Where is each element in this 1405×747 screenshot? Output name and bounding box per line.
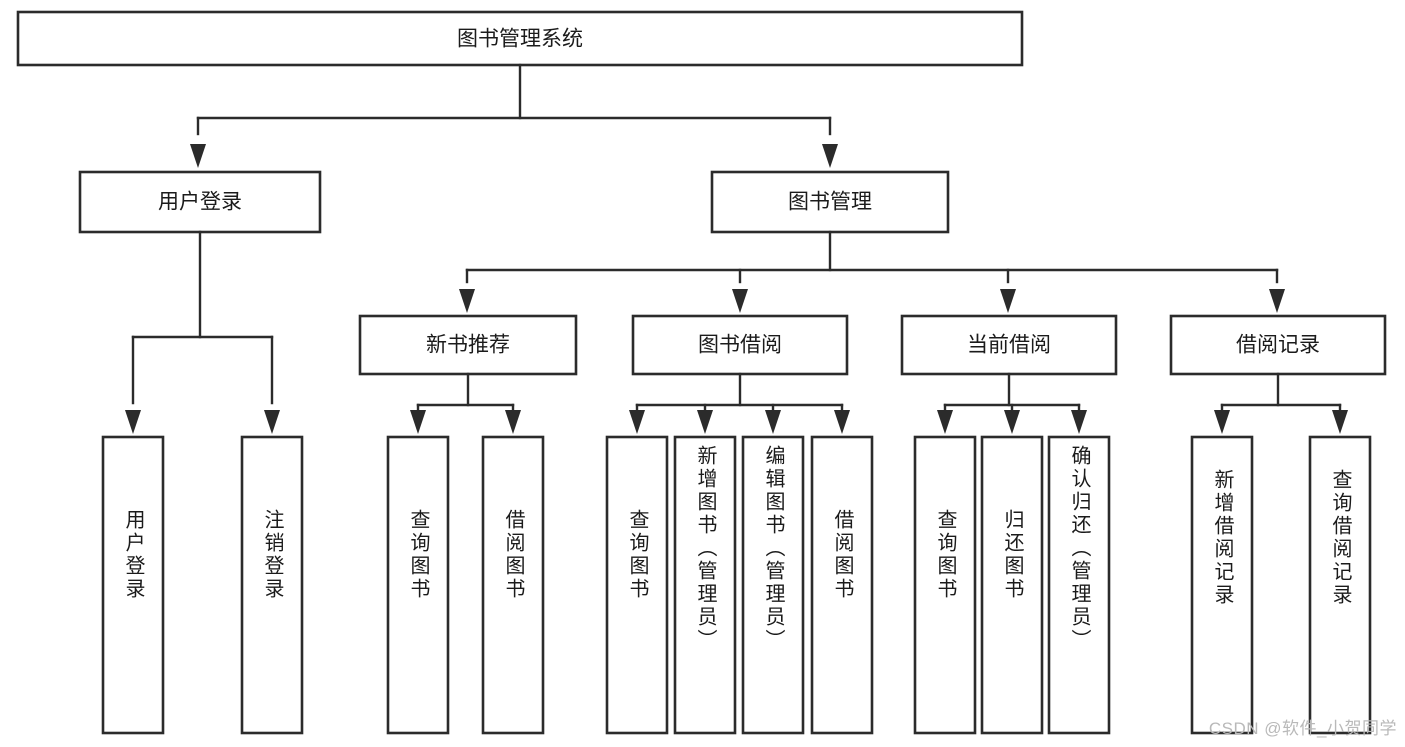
node-book-manage[interactable]: 图书管理 (710, 170, 950, 234)
arrow-icon-newbook-leaf-1 (410, 410, 426, 434)
arrow-icon-to-book-borrow (732, 289, 748, 313)
arrow-icon-to-user-login (190, 144, 206, 168)
leaf-box-user-login-1[interactable] (101, 435, 165, 735)
leaf-box-book-borrow-2[interactable] (673, 435, 737, 735)
leaf-box-book-borrow-3[interactable] (741, 435, 805, 735)
node-root-box (16, 10, 1024, 67)
arrow-icon-userlogin-leaf-1 (125, 410, 141, 434)
leaf-box-borrow-record-1[interactable] (1190, 435, 1254, 735)
arrow-icon-bookborrow-leaf-4 (834, 410, 850, 434)
arrow-icon-borrowrecord-leaf-2 (1332, 410, 1348, 434)
node-borrow-record-label: 借阅记录 (1236, 334, 1320, 357)
arrow-icon-currentborrow-leaf-2 (1004, 410, 1020, 434)
arrow-icon-userlogin-leaf-2 (264, 410, 280, 434)
arrow-icon-to-book-manage (822, 144, 838, 168)
node-borrow-record[interactable]: 借阅记录 (1169, 314, 1387, 376)
csdn-watermark: CSDN @软件_小贺同学 (1208, 719, 1397, 738)
node-new-book-recommend-box (358, 314, 578, 376)
arrow-icon-currentborrow-leaf-1 (937, 410, 953, 434)
node-user-login-label: 用户登录 (158, 191, 242, 214)
leaf-box-user-login-2[interactable] (240, 435, 304, 735)
node-book-borrow-label: 图书借阅 (698, 334, 782, 357)
node-book-manage-label: 图书管理 (788, 191, 872, 214)
node-borrow-record-box (1169, 314, 1387, 376)
node-new-book-recommend-label: 新书推荐 (426, 334, 510, 357)
node-book-borrow-box (631, 314, 849, 376)
leaf-box-current-borrow-1[interactable] (913, 435, 977, 735)
node-current-borrow[interactable]: 当前借阅 (900, 314, 1118, 376)
leaf-box-current-borrow-3[interactable] (1047, 435, 1111, 735)
leaf-box-current-borrow-2[interactable] (980, 435, 1044, 735)
node-root[interactable]: 图书管理系统 (16, 10, 1024, 67)
node-current-borrow-box (900, 314, 1118, 376)
node-user-login[interactable]: 用户登录 (78, 170, 322, 234)
leaf-box-book-borrow-4[interactable] (810, 435, 874, 735)
arrow-icon-to-borrow-record (1269, 289, 1285, 313)
node-new-book-recommend[interactable]: 新书推荐 (358, 314, 578, 376)
leaf-box-new-book-1[interactable] (386, 435, 450, 735)
arrow-icon-currentborrow-leaf-3 (1071, 410, 1087, 434)
arrow-icon-newbook-leaf-2 (505, 410, 521, 434)
arrow-icon-borrowrecord-leaf-1 (1214, 410, 1230, 434)
node-current-borrow-label: 当前借阅 (967, 334, 1051, 357)
leaf-box-borrow-record-2[interactable] (1308, 435, 1372, 735)
arrow-icon-bookborrow-leaf-1 (629, 410, 645, 434)
arrow-icon-bookborrow-leaf-2 (697, 410, 713, 434)
arrow-icon-bookborrow-leaf-3 (765, 410, 781, 434)
leaf-box-new-book-2[interactable] (481, 435, 545, 735)
arrow-icon-to-current-borrow (1000, 289, 1016, 313)
arrow-icon-to-new-book (459, 289, 475, 313)
node-book-manage-box (710, 170, 950, 234)
node-root-label: 图书管理系统 (457, 28, 583, 51)
node-book-borrow[interactable]: 图书借阅 (631, 314, 849, 376)
leaf-box-book-borrow-1[interactable] (605, 435, 669, 735)
